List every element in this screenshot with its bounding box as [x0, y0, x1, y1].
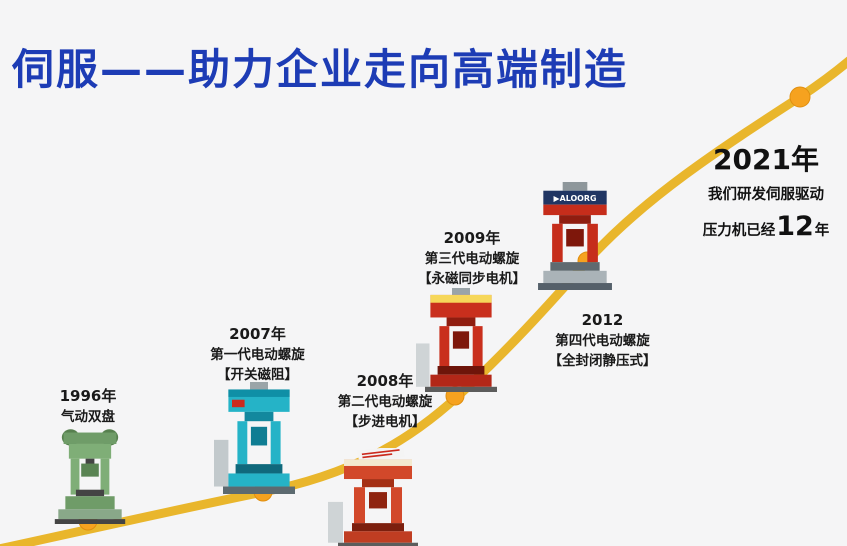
endpoint-year: 2021年	[713, 143, 819, 176]
milestone-year: 2009年	[443, 229, 501, 247]
milestone-2008: 2008年 第二代电动螺旋 【步进电机】	[305, 371, 465, 432]
press-machine-1996	[46, 426, 134, 524]
press-machine-2007	[214, 382, 304, 494]
press-machine-2007-icon	[214, 382, 295, 494]
press-machine-2008-icon	[328, 448, 418, 546]
milestone-detail: 【步进电机】	[344, 414, 426, 430]
milestone-year: 2007年	[229, 325, 286, 343]
endpoint-2021: 2021年 我们研发伺服驱动 压力机已经 12 年	[686, 143, 846, 242]
press-machine-2012-icon: ▶ALOORG	[538, 182, 612, 290]
milestone-detail: 【开关磁阻】	[217, 367, 298, 383]
milestone-year: 1996年	[59, 387, 117, 405]
milestone-2007: 2007年 第一代电动螺旋 【开关磁阻】	[180, 324, 335, 385]
milestone-2012: 2012 第四代电动螺旋 【全封闭静压式】	[520, 310, 685, 371]
page-title: 伺服——助力企业走向高端制造	[12, 45, 629, 94]
endpoint-line2: 压力机已经 12 年	[686, 211, 846, 242]
milestone-name: 气动双盘	[61, 409, 115, 425]
endpoint-years-count: 12	[776, 211, 814, 242]
press-machine-1996-icon	[54, 429, 126, 524]
endpoint-line2-prefix: 压力机已经	[702, 223, 776, 239]
milestone-detail: 【全封闭静压式】	[548, 353, 657, 369]
press-machine-2012: ▶ALOORG	[531, 182, 619, 290]
milestone-detail: 【永磁同步电机】	[418, 271, 526, 287]
brand-label: ▶ALOORG	[554, 194, 597, 203]
milestone-2009: 2009年 第三代电动螺旋 【永磁同步电机】	[392, 228, 552, 289]
milestone-name: 第二代电动螺旋	[337, 394, 433, 410]
growth-curve-path	[0, 56, 847, 546]
press-machine-2008	[328, 448, 428, 546]
press-machine-2009	[416, 288, 506, 392]
milestone-year: 2012	[581, 311, 624, 329]
milestone-1996: 1996年 气动双盘	[28, 386, 148, 427]
milestone-dot-2021	[789, 86, 811, 108]
milestone-name: 第三代电动螺旋	[424, 251, 520, 267]
milestone-name: 第四代电动螺旋	[555, 333, 650, 349]
milestone-name: 第一代电动螺旋	[210, 347, 305, 363]
milestone-year: 2008年	[356, 372, 414, 390]
endpoint-line2-suffix: 年	[814, 223, 830, 239]
press-machine-2009-icon	[416, 288, 497, 392]
endpoint-line1: 我们研发伺服驱动	[708, 187, 824, 203]
